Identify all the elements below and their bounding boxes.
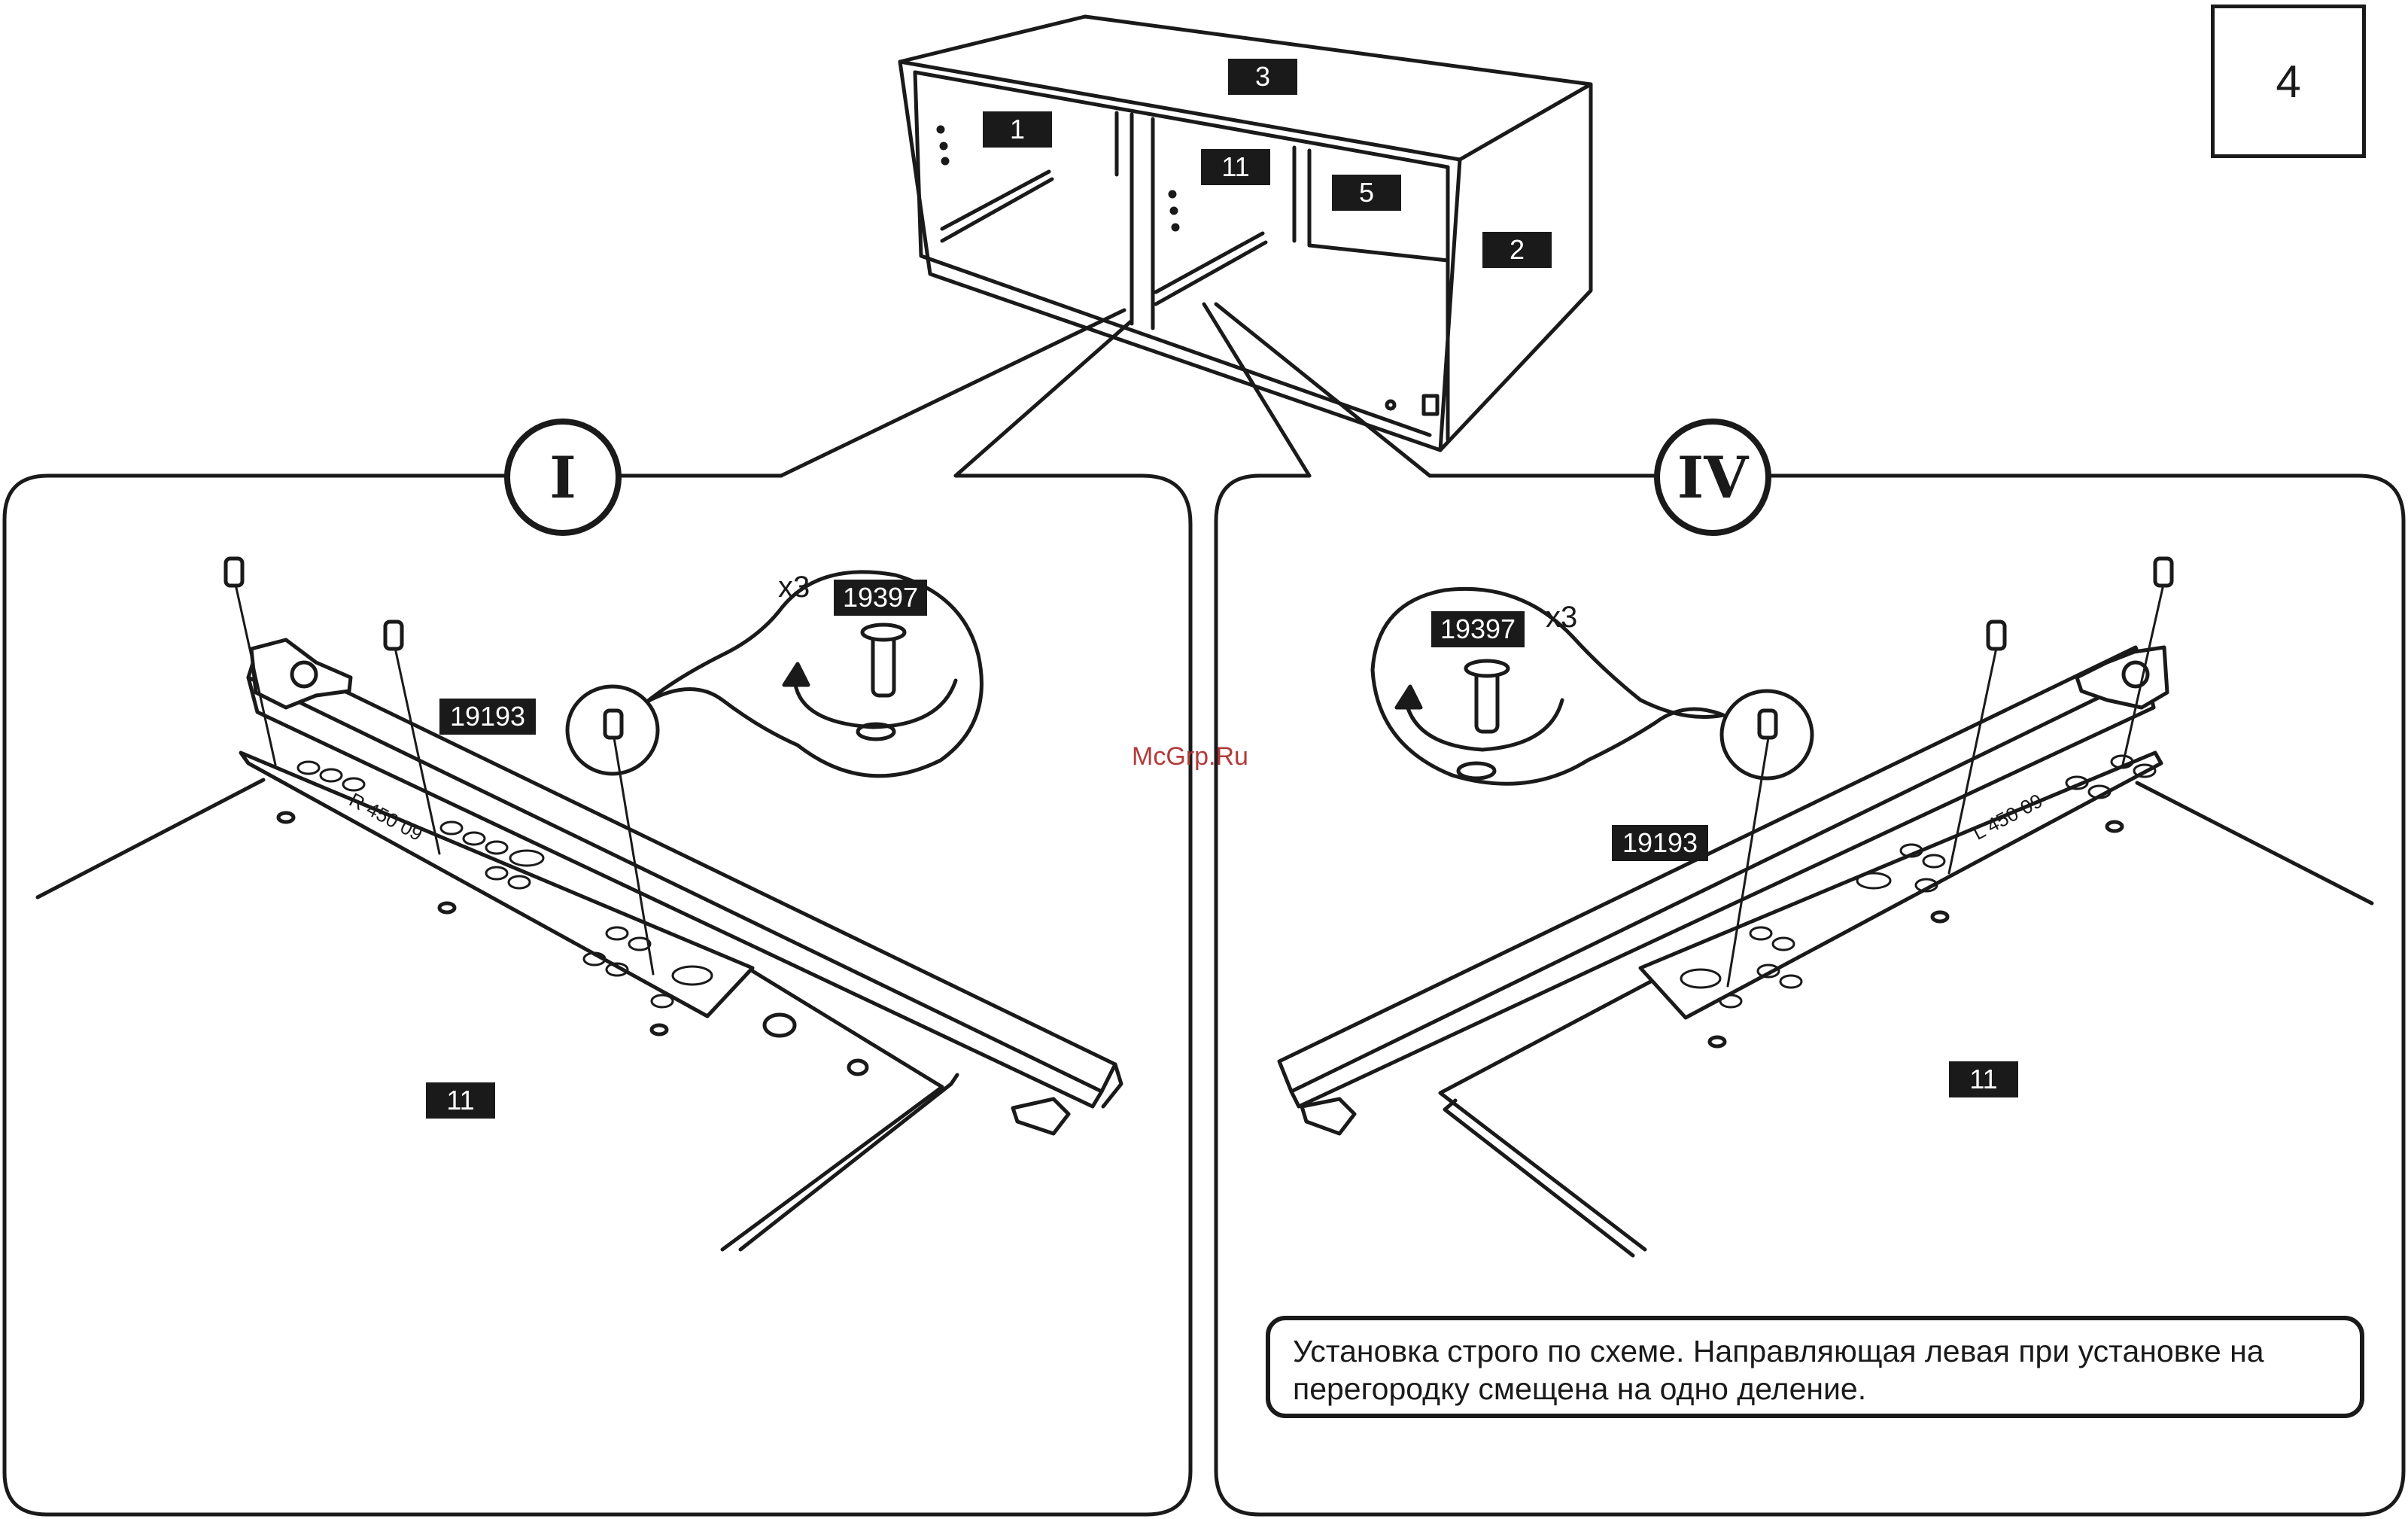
quantity-left: x3 — [778, 569, 810, 605]
detail-frame-left — [5, 476, 1190, 1514]
screw-code-left: 19397 — [834, 580, 927, 616]
part-label-left-side: 1 — [983, 111, 1052, 148]
part-label-back: 5 — [1332, 175, 1401, 211]
panel-label-left: 11 — [426, 1082, 495, 1119]
callout-line-left — [781, 310, 1124, 476]
detail-marker-right: IV — [1654, 419, 1771, 536]
detail-marker-left: I — [504, 419, 622, 536]
rail-code-left: 19193 — [439, 699, 536, 735]
instruction-note: Установка строго по схеме. Направляющая … — [1266, 1316, 2364, 1418]
rail-code-right: 19193 — [1612, 825, 1708, 861]
panel-label-right: 11 — [1949, 1061, 2018, 1097]
screw-code-right: 19397 — [1431, 611, 1525, 647]
part-label-partition: 11 — [1201, 149, 1270, 185]
step-number: 4 — [2211, 5, 2366, 158]
quantity-right: x3 — [1546, 599, 1577, 635]
part-label-top: 3 — [1228, 59, 1297, 95]
watermark: McGrp.Ru — [1132, 742, 1248, 772]
part-label-right-side: 2 — [1482, 232, 1552, 268]
screw-magnifier-left — [647, 572, 981, 776]
